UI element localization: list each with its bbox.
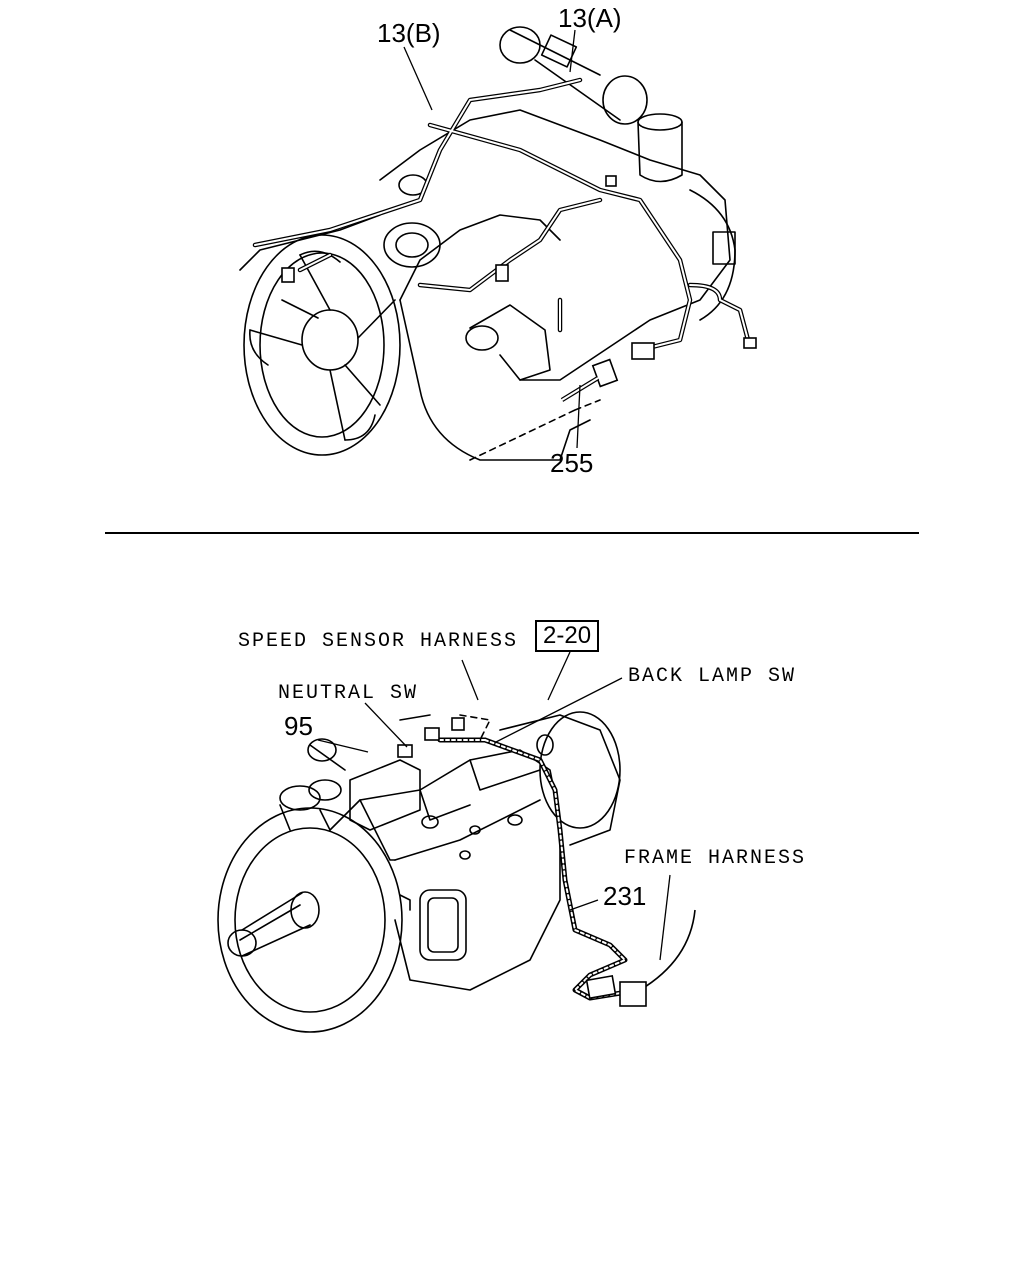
transmission-illustration [217, 651, 696, 1033]
engine-illustration [239, 26, 757, 461]
label-frame-harness: FRAME HARNESS [624, 847, 807, 870]
label-back-lamp-sw: BACK LAMP SW [628, 665, 797, 688]
callout-neutral-sw-95: 95 [284, 711, 313, 741]
callout-harness-231: 231 [603, 881, 647, 911]
callout-harness-13a: 13(A) [558, 3, 622, 33]
label-ref-box-2-20: 2-20 [535, 620, 600, 652]
section-divider [105, 532, 919, 534]
callout-sensor-255: 255 [550, 448, 594, 478]
label-speed-sensor-harness: SPEED SENSOR HARNESS [238, 630, 519, 653]
callout-harness-13b: 13(B) [377, 18, 441, 48]
label-neutral-sw: NEUTRAL SW [278, 682, 419, 705]
